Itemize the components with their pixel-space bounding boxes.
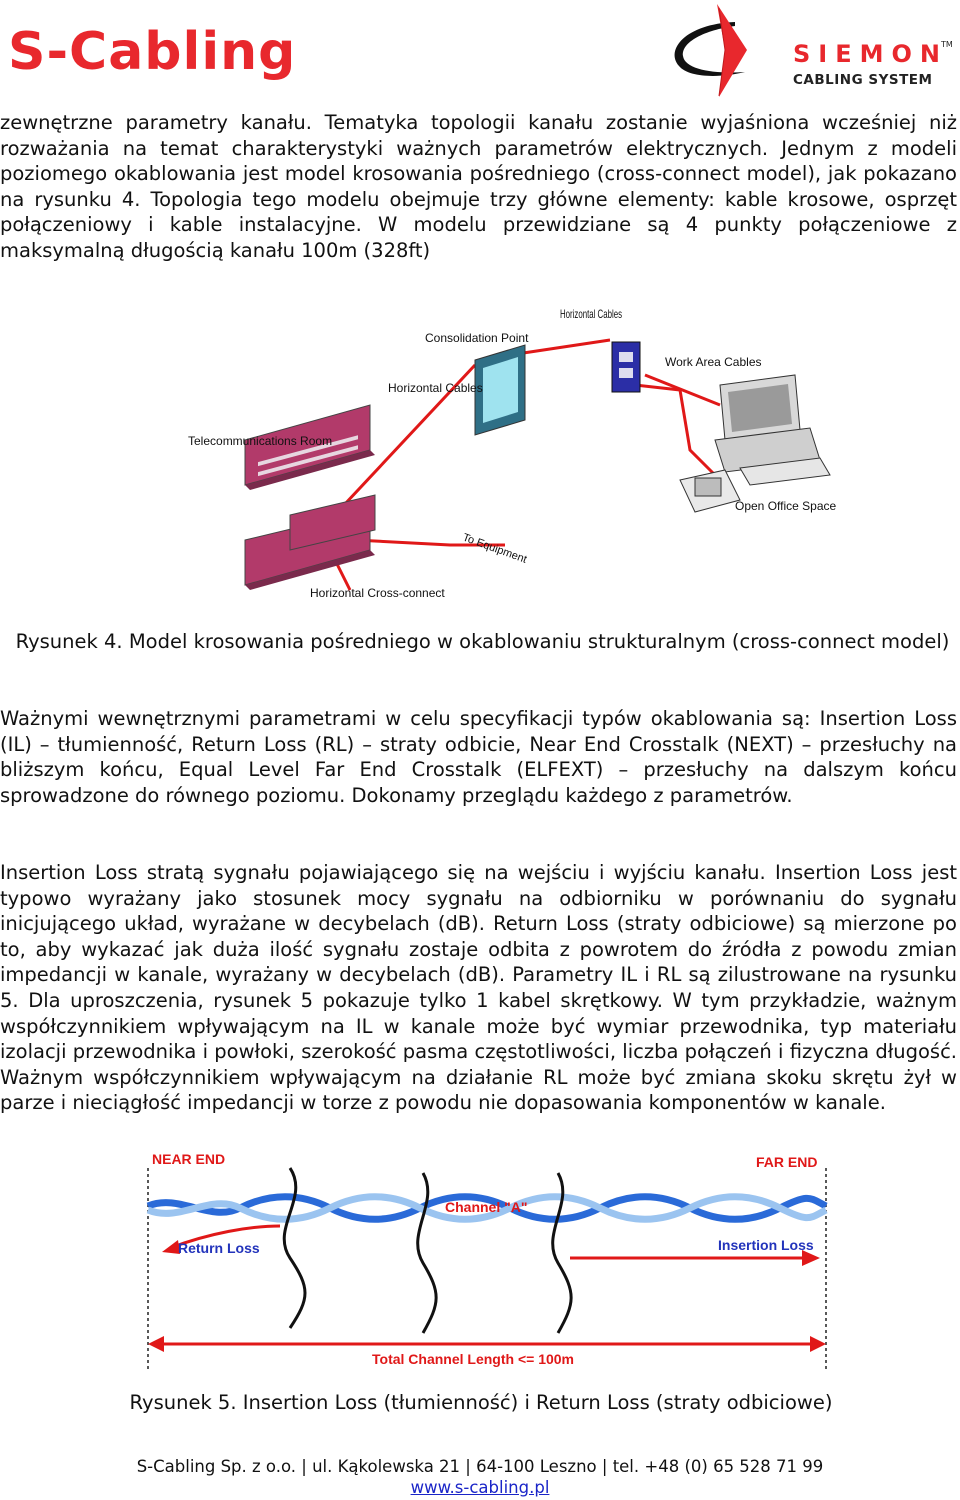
return-loss-arrow (169, 1224, 281, 1250)
label-telecommunications-room: Telecommunications Room (188, 434, 332, 448)
label-insertion-loss: Insertion Loss (718, 1237, 814, 1253)
trademark-mark: TM (941, 40, 953, 49)
label-consolidation-point: Consolidation Point (425, 331, 529, 345)
cable-break-middle (416, 1172, 438, 1334)
label-return-loss: Return Loss (178, 1240, 260, 1256)
label-channel: Channel "A" (445, 1199, 528, 1215)
paragraph-intro: zewnętrzne parametry kanału. Tematyka to… (0, 111, 957, 262)
paragraph-insertion-return-loss: Insertion Loss stratą sygnału pojawiając… (0, 861, 957, 1115)
figure-5-caption: Rysunek 5. Insertion Loss (tłumienność) … (129, 1391, 833, 1414)
label-open-office-space: Open Office Space (735, 499, 837, 513)
wall-outlet (611, 341, 641, 393)
return-loss-arrowhead (162, 1240, 180, 1254)
label-horizontal-cross-connect: Horizontal Cross-connect (310, 586, 445, 600)
siemon-logo: SIEMON TM CABLING SYSTEM (665, 0, 955, 100)
figure-4-diagram: Horizontal Cables Consolidation Point Wo… (188, 307, 837, 600)
cable-break-left (282, 1167, 307, 1329)
consolidation-point-box (474, 344, 526, 436)
cable-break-right (551, 1172, 573, 1334)
computer-icon (714, 374, 831, 486)
label-horizontal-cables-top: Horizontal Cables (560, 307, 622, 321)
label-horizontal-cables-left: Horizontal Cables (388, 381, 483, 395)
label-total-channel-length: Total Channel Length <= 100m (372, 1351, 574, 1367)
paragraph-parameters: Ważnymi wewnętrznymi parametrami w celu … (0, 707, 957, 807)
twisted-pair-cable (146, 1193, 828, 1223)
total-length-arrowhead-left (148, 1336, 164, 1352)
siemon-emblem-icon (674, 4, 747, 97)
footer-website-link[interactable]: www.s-cabling.pl (410, 1478, 550, 1497)
figure-5-diagram: NEAR END FAR END Channel "A" Return Loss… (146, 1151, 828, 1370)
telephone-icon (679, 469, 741, 513)
patch-panel-middle (289, 494, 376, 551)
footer-address: S-Cabling Sp. z o.o. | ul. Kąkolewska 21… (136, 1457, 824, 1476)
label-to-equipment: To Equipment (461, 532, 528, 566)
patch-panel-top (244, 404, 375, 490)
label-near-end: NEAR END (152, 1151, 225, 1167)
page-header: S-Cabling SIEMON TM CABLING SYSTEM (0, 0, 960, 105)
label-far-end: FAR END (756, 1154, 817, 1170)
total-length-arrowhead-right (810, 1336, 826, 1352)
insertion-loss-arrowhead (802, 1250, 820, 1266)
siemon-wordmark: SIEMON (793, 40, 948, 68)
label-work-area-cables: Work Area Cables (665, 355, 762, 369)
siemon-subtitle: CABLING SYSTEM (793, 72, 933, 88)
page-footer: S-Cabling Sp. z o.o. | ul. Kąkolewska 21… (0, 1456, 960, 1498)
s-cabling-logo: S-Cabling (8, 22, 297, 82)
figure-4-caption: Rysunek 4. Model krosowania pośredniego … (15, 630, 950, 653)
